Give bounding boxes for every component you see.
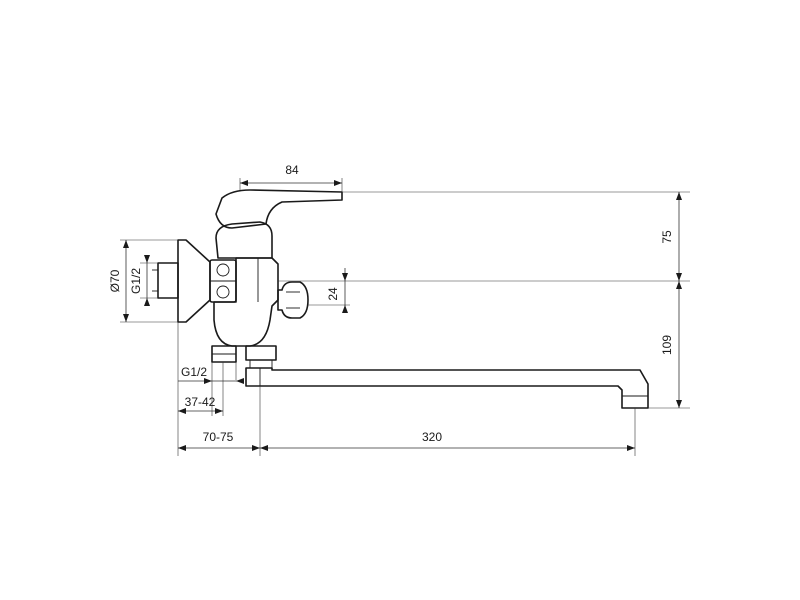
dim-label-24: 24 (326, 287, 340, 301)
swivel-spout (245, 367, 649, 409)
mixer-body (213, 257, 279, 347)
spout-collar (245, 345, 277, 361)
dim-label-320: 320 (422, 430, 442, 444)
dim-label-g12-side: G1/2 (129, 268, 143, 294)
wall-escutcheon (177, 239, 211, 323)
diverter-knob (277, 281, 309, 319)
cartridge-cap (215, 221, 273, 259)
dim-label-109: 109 (660, 335, 674, 355)
dim-label-75: 75 (660, 230, 674, 244)
dim-label-d70: Ø70 (108, 269, 122, 292)
dim-label-84: 84 (285, 163, 299, 177)
extension-lines (120, 178, 690, 456)
dimension-labels: 84 75 24 109 Ø70 G1/2 G1/2 37-42 70-75 3… (108, 163, 674, 444)
dim-label-37-42: 37-42 (185, 395, 216, 409)
lever-handle (215, 189, 343, 229)
faucet-outline (152, 189, 649, 409)
eccentric-connector (157, 262, 179, 299)
dim-label-70-75: 70-75 (203, 430, 234, 444)
dimension-lines (123, 180, 682, 451)
dim-label-g12-bottom: G1/2 (181, 365, 207, 379)
